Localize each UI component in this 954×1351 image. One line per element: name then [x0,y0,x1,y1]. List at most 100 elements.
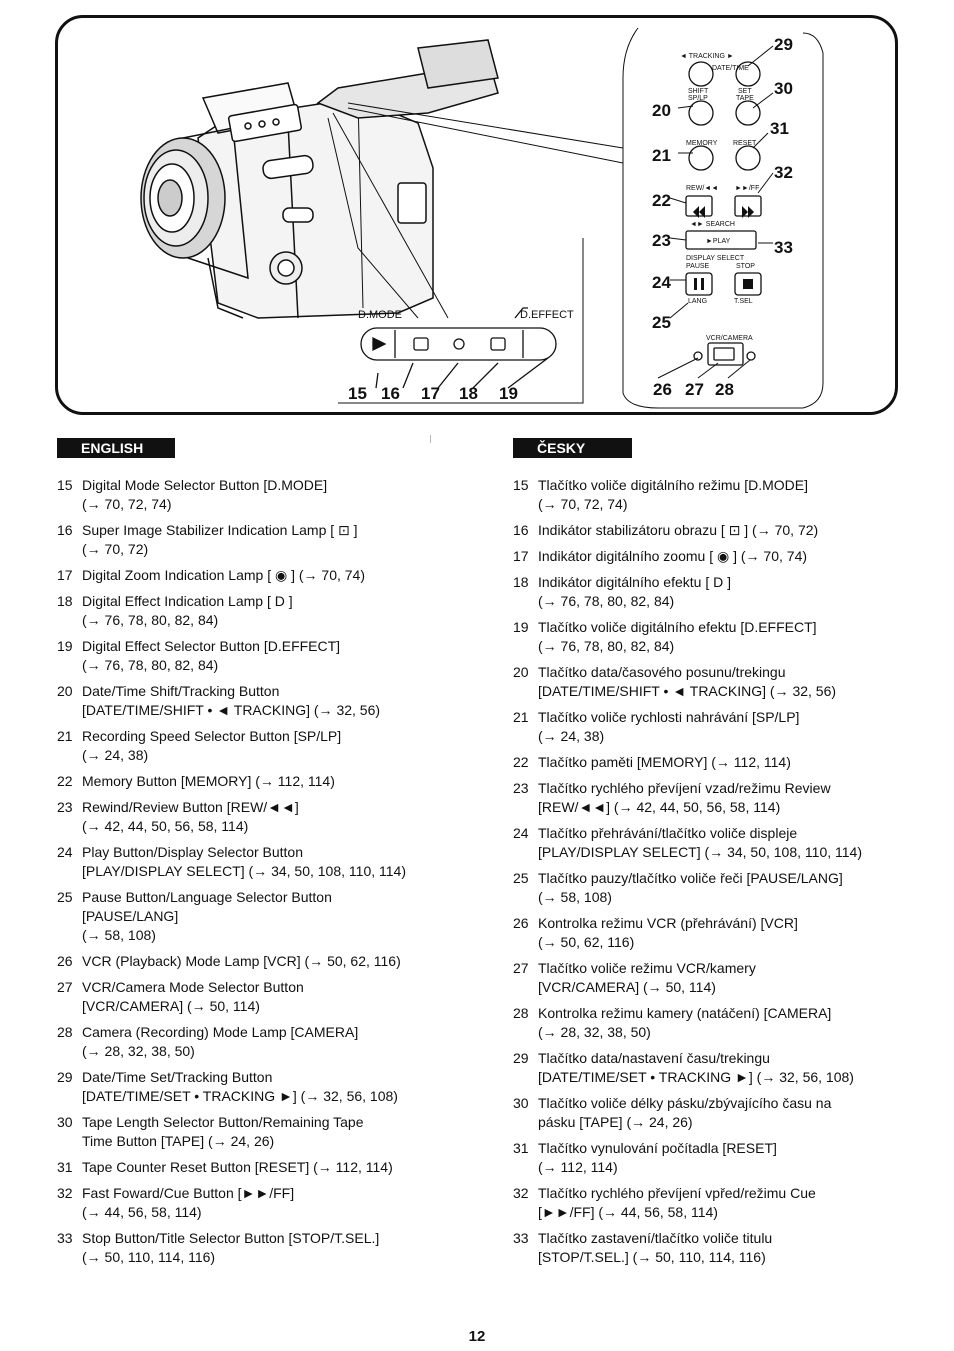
item-number: 19 [513,619,529,635]
item-text-line: Indikátor digitálního efektu [ D ] [538,574,731,590]
item-text-line: Tlačítko paměti [MEMORY] (→ 112, 114) [538,754,791,770]
item-text-line: [►►/FF] (→ 44, 56, 58, 114) [538,1204,718,1220]
list-item: 27 VCR/Camera Mode Selector Button [VCR/CA… [57,978,457,1016]
item-text-line: Memory Button [MEMORY] (→ 112, 114) [82,773,335,789]
item-text-line: Kontrolka režimu kamery (natáčení) [CAME… [538,1005,832,1021]
svg-text:16: 16 [381,384,400,403]
svg-text:SHIFT: SHIFT [688,88,709,95]
item-number: 18 [57,593,73,609]
item-text-line: Recording Speed Selector Button [SP/LP] [82,728,342,744]
svg-text:REW/◄◄: REW/◄◄ [686,185,718,192]
item-text-line: [STOP/T.SEL.] (→ 50, 110, 114, 116) [538,1249,766,1265]
item-number: 31 [57,1159,73,1175]
item-text-line: Tlačítko voliče režimu VCR/kamery [538,960,756,976]
left-callout-numbers: 15 16 17 18 19 [348,384,518,403]
svg-text:32: 32 [774,163,793,182]
item-text-line: (→ 28, 32, 38, 50) [538,1024,651,1040]
item-text-line: (→ 58, 108) [82,927,156,943]
item-text-line: [DATE/TIME/SHIFT • ◄ TRACKING] (→ 32, 56… [82,702,381,718]
svg-text:►PLAY: ►PLAY [706,238,731,245]
dmode-label: D.MODE [358,309,402,321]
item-text-line: (→ 50, 110, 114, 116) [82,1249,216,1265]
item-number: 24 [57,844,73,860]
item-text-line: (→ 76, 78, 80, 82, 84) [538,638,675,654]
item-number: 33 [513,1230,529,1246]
list-item: 33 Tlačítko zastavení/tlačítko voliče tit… [513,1229,908,1267]
item-text-line: Tlačítko vynulování počítadla [RESET] [538,1140,777,1156]
item-text-line: (→ 50, 62, 116) [538,934,635,950]
item-text-line: (→ 76, 78, 80, 82, 84) [538,593,675,609]
item-text-line: (→ 70, 72) [82,541,149,557]
item-text-line: Date/Time Set/Tracking Button [82,1069,273,1085]
item-text-line: [VCR/CAMERA] (→ 50, 114) [538,979,716,995]
item-text-line: [DATE/TIME/SHIFT • ◄ TRACKING] (→ 32, 56… [538,683,837,699]
svg-text:33: 33 [774,238,793,257]
svg-text:VCR/CAMERA: VCR/CAMERA [706,335,753,342]
item-text-line: Tlačítko rychlého převíjení vzad/režimu … [538,780,831,796]
item-text-line: (→ 44, 56, 58, 114) [82,1204,202,1220]
svg-text:23: 23 [652,231,671,250]
item-number: 23 [57,799,73,815]
camcorder-figure: D.MODE D.EFFECT 15 16 17 18 19 [55,15,898,415]
item-text-line: Stop Button/Title Selector Button [STOP/… [82,1230,380,1246]
item-text-line: Fast Foward/Cue Button [►►/FF] [82,1185,295,1201]
item-number: 20 [57,683,73,699]
item-text-line: (→ 70, 72, 74) [538,496,628,512]
item-number: 28 [57,1024,73,1040]
item-text-line: Tlačítko přehrávání/tlačítko voliče disp… [538,825,798,841]
item-number: 30 [57,1114,73,1130]
item-text-line: VCR/Camera Mode Selector Button [82,979,304,995]
item-text-line: Digital Effect Indication Lamp [ D ] [82,593,293,609]
item-text-line: Play Button/Display Selector Button [82,844,304,860]
svg-text:31: 31 [770,119,789,138]
svg-text:22: 22 [652,191,671,210]
item-text-line: [PLAY/DISPLAY SELECT] (→ 34, 50, 108, 11… [82,863,406,879]
item-number: 17 [513,548,529,564]
item-text-line: Time Button [TAPE] (→ 24, 26) [82,1133,275,1149]
svg-text:RESET: RESET [733,140,757,147]
item-number: 31 [513,1140,529,1156]
panel-labels: ◄ TRACKING ► DATE/TIME SHIFT SET SP/LP T… [680,53,759,342]
list-item: 18 Indikátor digitálního efektu [ D ] (→ 7… [513,573,908,611]
svg-text:18: 18 [459,384,478,403]
item-number: 27 [57,979,73,995]
item-text-line: [VCR/CAMERA] (→ 50, 114) [82,998,260,1014]
item-text-line: Tlačítko voliče digitálního režimu [D.MO… [538,477,808,493]
item-number: 26 [513,915,529,931]
svg-text:◄ TRACKING ►: ◄ TRACKING ► [680,53,734,60]
item-text-line: [DATE/TIME/SET • TRACKING ►] (→ 32, 56, … [82,1088,398,1104]
item-number: 16 [57,522,73,538]
item-number: 18 [513,574,529,590]
list-item: 23 Tlačítko rychlého převíjení vzad/režim… [513,779,908,817]
svg-text:17: 17 [421,384,440,403]
item-text-line: Tlačítko zastavení/tlačítko voliče titul… [538,1230,773,1246]
panel-callout-numbers: 29 30 31 32 33 20 21 22 23 24 25 26 27 2… [652,35,793,399]
svg-text:19: 19 [499,384,518,403]
item-text-line: (→ 24, 38) [538,728,605,744]
item-text-line: pásku [TAPE] (→ 24, 26) [538,1114,693,1130]
item-text-line: [REW/◄◄] (→ 42, 44, 50, 56, 58, 114) [538,799,781,815]
item-number: 23 [513,780,529,796]
item-text-line: Indikátor digitálního zoomu [ ◉ ] (→ 70,… [538,548,808,564]
item-text-line: Digital Effect Selector Button [D.EFFECT… [82,638,341,654]
item-number: 33 [57,1230,73,1246]
item-text-line: Tlačítko rychlého převíjení vpřed/režimu… [538,1185,816,1201]
svg-text:24: 24 [652,273,671,292]
